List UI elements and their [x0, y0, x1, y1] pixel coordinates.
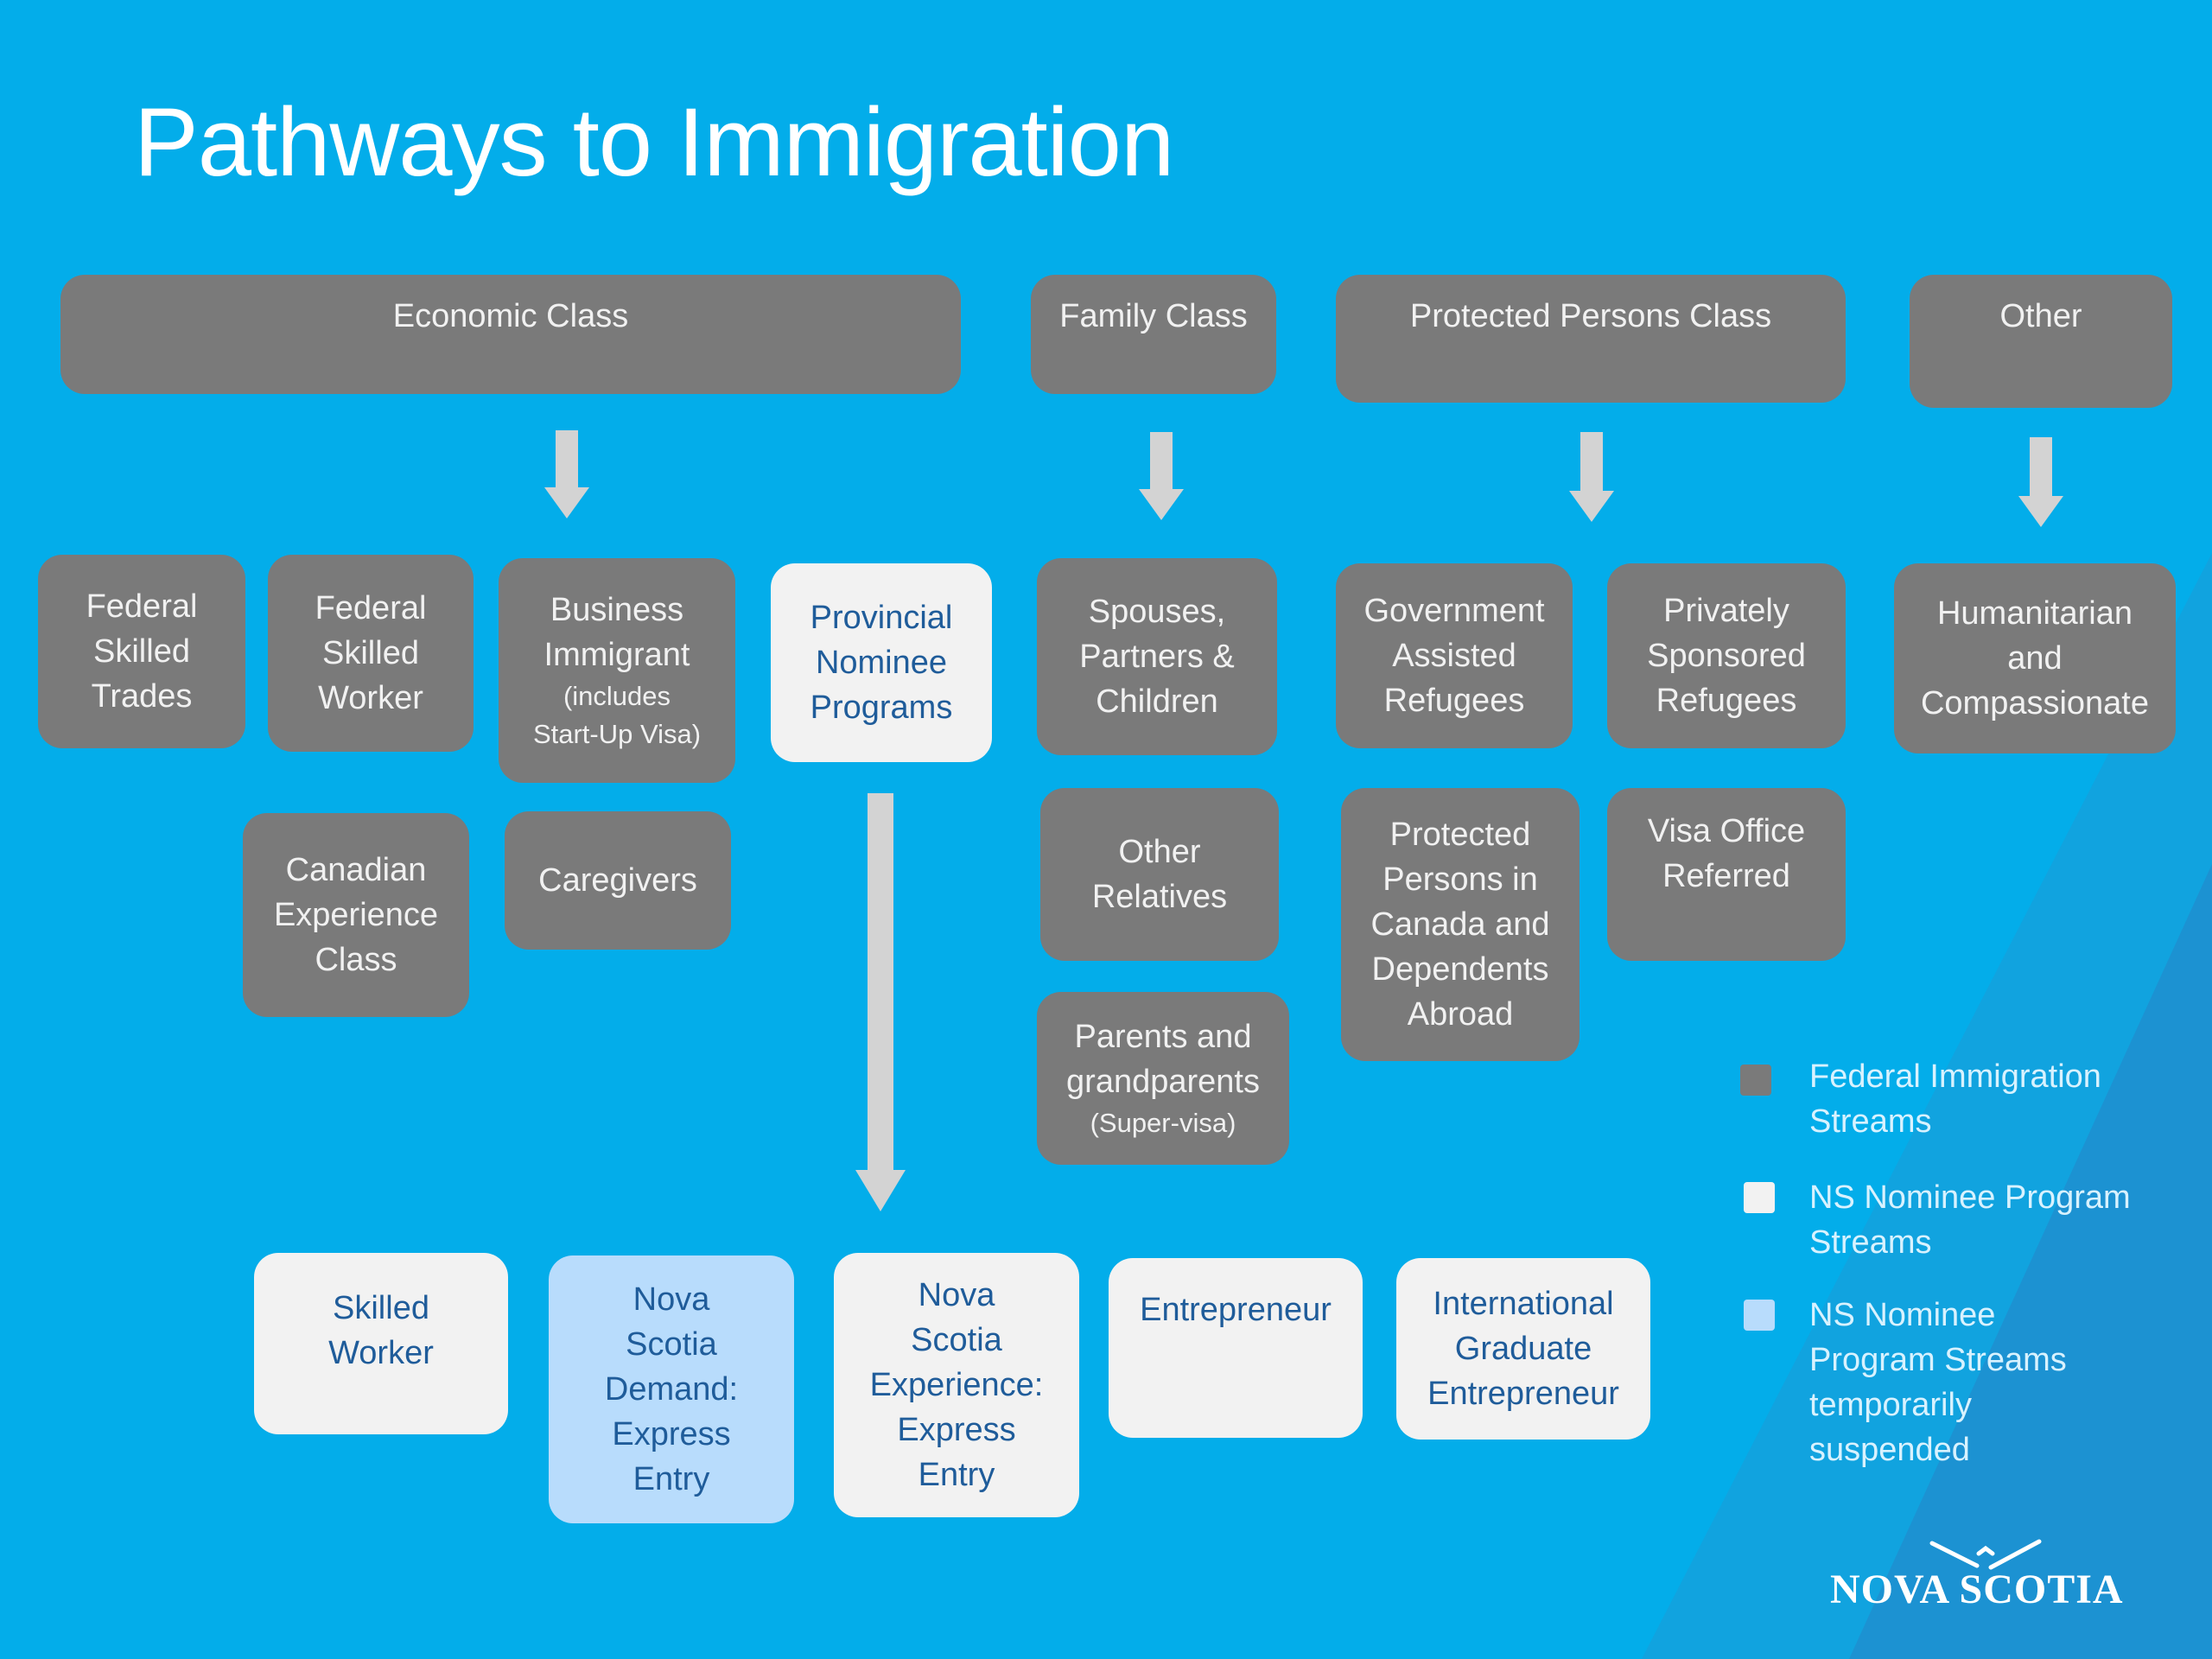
ns-experience-label: Nova Scotia Experience: Express Entry	[869, 1277, 1044, 1493]
provincial-nominee-box: Provincial Nominee Programs	[771, 563, 992, 762]
parents-box: Parents and grandparents (Super-visa)	[1037, 992, 1289, 1165]
business-immigrant-note: (includes Start-Up Visa)	[532, 681, 702, 749]
parents-label: Parents and grandparents	[1066, 1019, 1260, 1100]
down-arrow-provincial-nominee	[855, 793, 906, 1211]
ns-skilled-worker-label: Skilled Worker	[328, 1290, 434, 1371]
ns-intl-graduate-box: International Graduate Entrepreneur	[1396, 1258, 1650, 1440]
protected-persons-label: Protected Persons in Canada and Dependen…	[1370, 817, 1550, 1033]
ns-intl-graduate-label: International Graduate Entrepreneur	[1427, 1286, 1619, 1412]
family-class-label: Family Class	[1059, 298, 1248, 334]
federal-skilled-worker-label: Federal Skilled Worker	[315, 590, 427, 716]
nova-scotia-logo-emblem	[1929, 1539, 2042, 1570]
nova-scotia-logo: NOVA SCOTIA	[1830, 1567, 2124, 1612]
legend-swatch-suspended	[1744, 1300, 1775, 1331]
caregivers-label: Caregivers	[538, 862, 697, 899]
ns-entrepreneur-box: Entrepreneur	[1109, 1258, 1363, 1438]
down-arrow-other	[2018, 437, 2063, 527]
humanitarian-label: Humanitarian and Compassionate	[1920, 595, 2150, 721]
ns-demand-label: Nova Scotia Demand: Express Entry	[604, 1281, 739, 1497]
page-title: Pathways to Immigration	[134, 88, 1174, 196]
federal-skilled-worker-box: Federal Skilled Worker	[268, 555, 474, 752]
privately-sponsored-box: Privately Sponsored Refugees	[1607, 563, 1846, 748]
legend-label-federal: Federal Immigration Streams	[1809, 1058, 2101, 1140]
humanitarian-box: Humanitarian and Compassionate	[1894, 563, 2176, 753]
legend-label-nominee: NS Nominee Program Streams	[1809, 1179, 2131, 1261]
down-arrow-family	[1139, 432, 1184, 520]
canadian-experience-label: Canadian Experience Class	[273, 852, 439, 978]
spouses-label: Spouses, Partners & Children	[1079, 594, 1235, 720]
spouses-box: Spouses, Partners & Children	[1037, 558, 1277, 755]
family-class-header: Family Class	[1031, 275, 1276, 394]
business-immigrant-box: Business Immigrant (includes Start-Up Vi…	[499, 558, 735, 783]
ns-experience-box: Nova Scotia Experience: Express Entry	[834, 1253, 1079, 1517]
government-assisted-label: Government Assisted Refugees	[1363, 593, 1545, 719]
visa-office-label: Visa Office Referred	[1647, 813, 1806, 894]
federal-skilled-trades-label: Federal Skilled Trades	[86, 588, 198, 715]
protected-persons-box: Protected Persons in Canada and Dependen…	[1341, 788, 1580, 1061]
ns-entrepreneur-label: Entrepreneur	[1140, 1292, 1332, 1328]
government-assisted-box: Government Assisted Refugees	[1336, 563, 1573, 748]
ns-skilled-worker-box: Skilled Worker	[254, 1253, 508, 1434]
legend-swatch-federal	[1740, 1065, 1771, 1096]
legend-swatch-nominee	[1744, 1182, 1775, 1213]
down-arrow-protected	[1569, 432, 1614, 522]
parents-note: (Super-visa)	[1090, 1108, 1236, 1138]
other-relatives-box: Other Relatives	[1040, 788, 1279, 961]
provincial-nominee-label: Provincial Nominee Programs	[810, 600, 953, 726]
visa-office-box: Visa Office Referred	[1607, 788, 1846, 961]
protected-class-header: Protected Persons Class	[1336, 275, 1846, 403]
legend-label-suspended: NS Nominee Program Streams temporarily s…	[1809, 1297, 2067, 1468]
down-arrow-economic	[544, 430, 589, 518]
federal-skilled-trades-box: Federal Skilled Trades	[38, 555, 245, 748]
privately-sponsored-label: Privately Sponsored Refugees	[1647, 593, 1806, 719]
economic-class-header: Economic Class	[60, 275, 961, 394]
canadian-experience-box: Canadian Experience Class	[243, 813, 469, 1017]
protected-class-label: Protected Persons Class	[1409, 298, 1772, 334]
other-class-header: Other	[1910, 275, 2172, 408]
ns-demand-box: Nova Scotia Demand: Express Entry	[549, 1255, 794, 1523]
business-immigrant-label: Business Immigrant	[543, 592, 690, 673]
economic-class-label: Economic Class	[392, 298, 629, 334]
other-class-label: Other	[1999, 298, 2082, 334]
other-relatives-label: Other Relatives	[1091, 834, 1228, 915]
caregivers-box: Caregivers	[505, 811, 731, 950]
